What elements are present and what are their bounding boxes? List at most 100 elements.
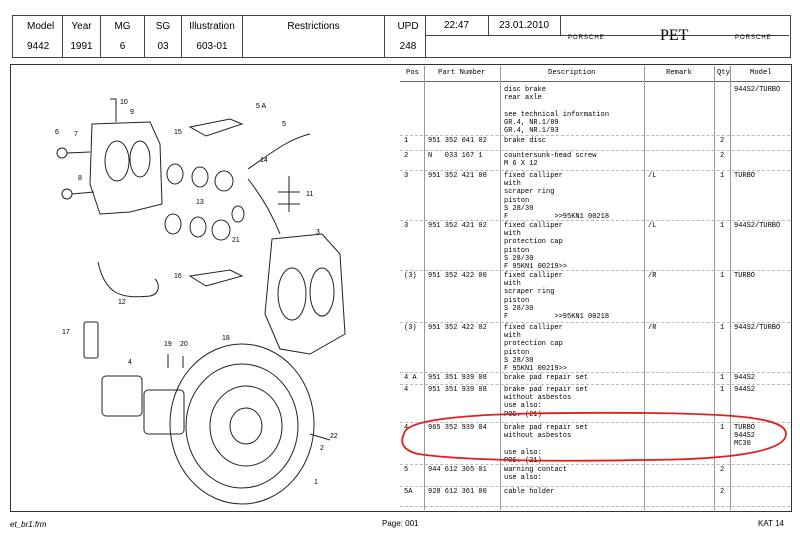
header-year-value: 1991 xyxy=(70,41,93,52)
callout-6: 6 xyxy=(55,129,59,136)
col-divider xyxy=(644,66,645,510)
callout-12: 12 xyxy=(118,299,126,306)
header-illustration: Illustration 603-01 xyxy=(182,16,243,57)
header-bar: Model 9442 Year 1991 MG 6 SG 03 Illustra… xyxy=(12,15,791,58)
cell-desc: fixed calliper with protection cap pisto… xyxy=(504,324,568,374)
cell-part: 944 612 365 01 xyxy=(428,466,487,474)
cell-desc: brake pad repair set without asbestos us… xyxy=(504,386,589,419)
cell-model: 944S2/TURBO xyxy=(734,86,781,94)
table-row[interactable]: disc brake rear axle see technical infor… xyxy=(400,84,790,136)
cell-desc: brake disc xyxy=(504,137,547,145)
callout-19: 19 xyxy=(164,341,172,348)
col-divider xyxy=(424,66,425,510)
parts-table-header: Pos Part Number Description Remark Qty M… xyxy=(400,66,790,82)
callout-5: 5 xyxy=(282,121,286,128)
callout-21: 21 xyxy=(232,237,240,244)
cell-pos: 5A xyxy=(404,488,413,496)
callout-13: 13 xyxy=(196,199,204,206)
cell-part: 928 612 361 00 xyxy=(428,488,487,496)
header-model: Model 9442 xyxy=(13,16,63,57)
footer-catalog: KAT 14 xyxy=(758,519,784,528)
header-mg-label: MG xyxy=(114,20,131,32)
cell-qty: 1 xyxy=(720,272,725,280)
cell-remark: /L xyxy=(648,222,657,230)
callout-20: 20 xyxy=(180,341,188,348)
header-mg: MG 6 xyxy=(101,16,145,57)
header-upd-label: UPD xyxy=(397,20,419,32)
cell-model: 944S2/TURBO xyxy=(734,324,781,332)
cell-model: 944S2 xyxy=(734,386,756,394)
footer-page: Page: 001 xyxy=(382,519,419,528)
cell-qty: 2 xyxy=(720,488,725,496)
callout-3: 3 xyxy=(316,229,320,236)
callout-8: 8 xyxy=(78,175,82,182)
parts-table: Pos Part Number Description Remark Qty M… xyxy=(400,66,790,510)
content-frame xyxy=(10,64,792,512)
callout-1: 1 xyxy=(314,479,318,486)
cell-qty: 2 xyxy=(720,152,725,160)
callout-7: 7 xyxy=(74,131,78,138)
exploded-view-illustration: 10 9 6 7 8 15 5 A 5 14 11 13 12 16 21 3 … xyxy=(55,98,346,505)
header-date: 23.01.2010 xyxy=(488,15,561,35)
header-model-value: 9442 xyxy=(27,41,50,52)
callout-17: 17 xyxy=(62,329,70,336)
header-year-label: Year xyxy=(71,20,92,32)
cell-qty: 1 xyxy=(720,386,725,394)
col-remark-header: Remark xyxy=(666,69,692,77)
cell-remark: /R xyxy=(648,272,657,280)
callout-14: 14 xyxy=(260,157,268,164)
cell-desc: disc brake rear axle see technical infor… xyxy=(504,86,610,136)
cell-remark: /R xyxy=(648,324,657,332)
cell-qty: 1 xyxy=(720,374,725,382)
header-time: 22:47 xyxy=(425,15,489,35)
col-part-header: Part Number xyxy=(438,69,486,77)
cell-qty: 1 xyxy=(720,172,725,180)
cell-remark: /L xyxy=(648,172,657,180)
header-sg-value: 03 xyxy=(157,41,169,52)
caliper-left-shape xyxy=(89,121,163,215)
cell-part: 965 352 939 04 xyxy=(428,424,487,432)
cell-part: 951 352 422 00 xyxy=(428,272,487,280)
callout-4: 4 xyxy=(128,359,132,366)
cell-model: 944S2 xyxy=(734,374,756,382)
brand-box xyxy=(425,15,791,58)
header-sg-label: SG xyxy=(155,20,171,32)
cell-qty: 1 xyxy=(720,324,725,332)
header-restrictions-value xyxy=(243,36,384,57)
callout-9: 9 xyxy=(130,109,134,116)
table-row[interactable]: 5A 928 612 361 00 cable holder 2 xyxy=(400,486,790,507)
cell-qty: 2 xyxy=(720,466,725,474)
brand-center: PET xyxy=(660,27,689,44)
cell-desc: cable holder xyxy=(504,488,555,496)
header-upd: UPD 248 xyxy=(385,16,431,57)
brand-divider xyxy=(425,35,789,36)
cell-part: 951 352 041 02 xyxy=(428,137,487,145)
brand-right: PORSCHE xyxy=(735,35,772,41)
cell-part: 951 352 422 02 xyxy=(428,324,487,332)
header-illustration-value: 603-01 xyxy=(196,41,228,52)
cell-qty: 2 xyxy=(720,137,725,145)
cell-pos: 3 xyxy=(404,172,409,180)
header-year: Year 1991 xyxy=(63,16,101,57)
callout-11: 11 xyxy=(306,191,313,198)
callout-16: 16 xyxy=(174,273,182,280)
footer: et_br1.frm Page: 001 KAT 14 xyxy=(10,513,790,533)
cell-model: TURBO 944S2 MC30 xyxy=(734,424,756,449)
header-model-label: Model xyxy=(27,20,55,32)
cell-desc: fixed calliper with protection cap pisto… xyxy=(504,222,568,272)
cell-pos: (3) xyxy=(404,272,417,280)
callout-10: 10 xyxy=(120,99,128,106)
cell-pos: 4 xyxy=(404,386,409,394)
cell-pos: 3 xyxy=(404,222,409,230)
col-divider xyxy=(500,66,501,510)
cell-desc: countersunk-head screw M 6 X 12 xyxy=(504,152,597,169)
